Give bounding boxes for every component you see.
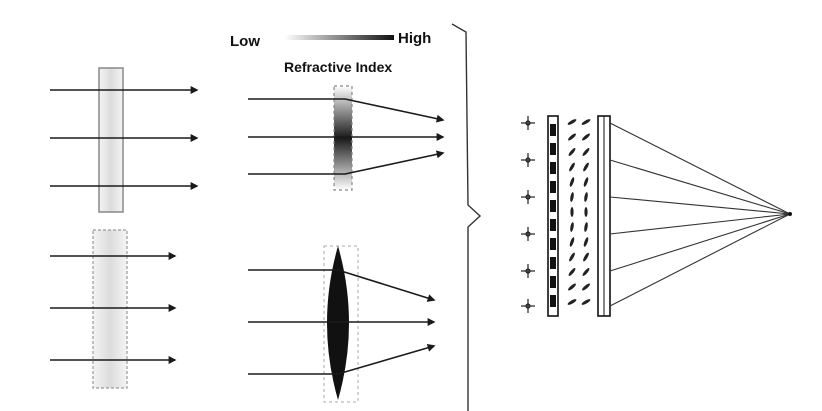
panel-flat-plate-top [50, 67, 199, 213]
electrode-segments [550, 124, 556, 307]
focal-point [788, 212, 792, 216]
polarization-icon [521, 299, 535, 313]
ray [609, 213, 791, 272]
panel-flat-plate-bottom [50, 229, 177, 389]
legend-high-label: High [398, 30, 431, 47]
refractive-index-legend: Low High Refractive Index [230, 30, 431, 75]
polarization-icon [521, 190, 535, 204]
grin-plate [333, 85, 353, 191]
ray [248, 269, 436, 302]
ray [609, 213, 791, 235]
ray [609, 122, 791, 215]
ray [248, 98, 445, 123]
polarization-icons [521, 116, 535, 313]
polarization-icon [521, 264, 535, 278]
polarization-icon [521, 153, 535, 167]
ray [248, 150, 445, 175]
ray [609, 213, 791, 307]
grouping-brace [451, 23, 482, 411]
ray [609, 159, 791, 215]
convex-lens [327, 246, 349, 400]
flat-plate [92, 229, 128, 389]
polarization-icon [521, 116, 535, 130]
left-electrode-substrate [547, 115, 559, 317]
panel-convex-lens [248, 245, 436, 403]
flat-plate [98, 67, 124, 213]
legend-low-label: Low [230, 33, 260, 50]
lens-frame [323, 245, 359, 403]
polarization-icon [521, 227, 535, 241]
focused-rays [609, 122, 791, 307]
panel-grin-plate [248, 85, 445, 191]
legend-gradient-bar [284, 35, 394, 40]
ray [248, 343, 436, 375]
liquid-crystal-layer [567, 119, 591, 305]
ray [609, 196, 791, 215]
panel-liquid-crystal-lens [521, 115, 792, 317]
legend-caption: Refractive Index [284, 59, 392, 75]
